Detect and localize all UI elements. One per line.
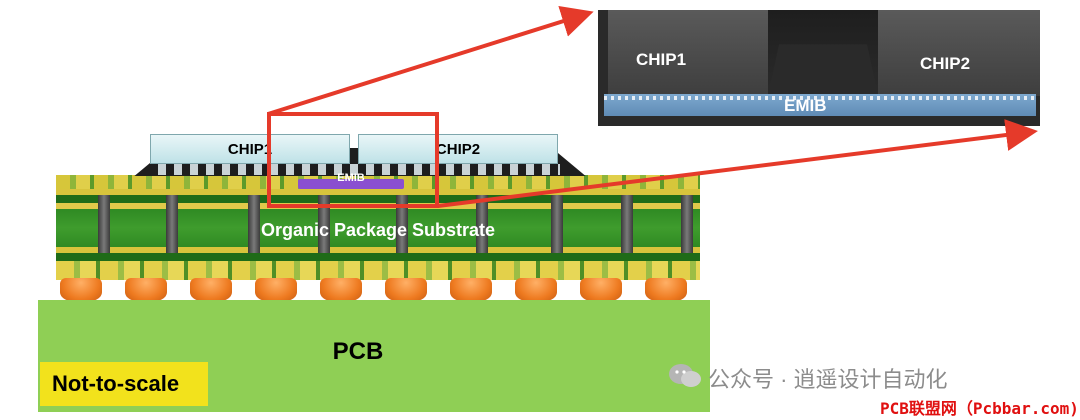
solder-ball <box>125 278 167 302</box>
site-watermark: PCB联盟网（Pcbbar.com) <box>880 399 1079 418</box>
zoom-emib-bumps <box>604 96 1036 100</box>
chip1: CHIP1 <box>150 134 350 164</box>
solder-ball <box>190 278 232 302</box>
substrate-label: Organic Package Substrate <box>260 220 496 240</box>
wechat-watermark: 公众号 · 逍遥设计自动化 <box>708 367 948 392</box>
solder-ball <box>580 278 622 302</box>
zoom-chip1-label: CHIP1 <box>636 50 687 69</box>
solder-ball <box>385 278 427 302</box>
arrow-top <box>267 5 594 116</box>
solder-ball <box>515 278 557 302</box>
micro-bumps <box>150 164 560 175</box>
emib-bridge <box>298 179 404 189</box>
zoom-chip2-label: CHIP2 <box>920 54 971 73</box>
chip2: CHIP2 <box>358 134 558 164</box>
scale-note: Not-to-scale <box>40 362 208 406</box>
solder-ball <box>450 278 492 302</box>
zoom-chip2 <box>878 10 1040 96</box>
zoom-chip1 <box>608 10 768 96</box>
zoom-emib-label: EMIB <box>784 96 827 115</box>
highlight-box <box>267 112 439 208</box>
solder-ball <box>60 278 102 302</box>
zoom-photo: CHIP1 CHIP2 EMIB <box>598 10 1040 126</box>
pcb-label: PCB <box>332 338 384 365</box>
solder-ball <box>320 278 362 302</box>
solder-ball <box>645 278 687 302</box>
solder-ball <box>255 278 297 302</box>
wechat-icon <box>669 364 701 387</box>
arrow-bottom <box>437 119 1038 208</box>
emib-label: EMIB <box>337 172 365 184</box>
